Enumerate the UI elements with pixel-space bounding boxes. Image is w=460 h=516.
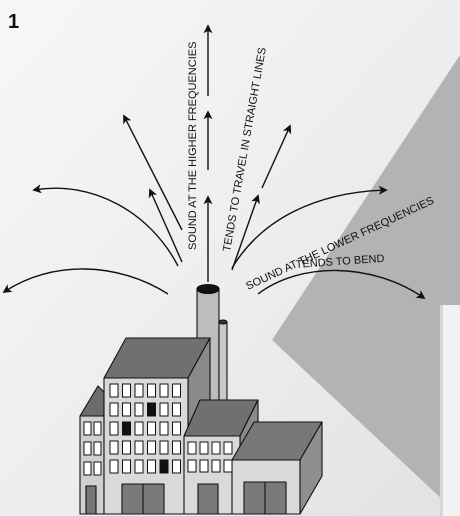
- window: [159, 421, 169, 436]
- window: [187, 459, 197, 473]
- window: [147, 402, 156, 417]
- window: [93, 461, 102, 476]
- bend-arrow-left-lower: [2, 268, 169, 295]
- window: [109, 421, 119, 436]
- chimney-small-top: [218, 319, 228, 325]
- window: [122, 421, 131, 436]
- window: [147, 440, 156, 455]
- window: [147, 459, 156, 474]
- middle-building-door: [197, 483, 219, 515]
- window: [172, 421, 181, 436]
- window: [172, 459, 181, 474]
- window: [172, 383, 181, 398]
- chimney-small: [218, 321, 228, 403]
- window: [83, 421, 92, 436]
- window: [147, 421, 156, 436]
- window: [199, 459, 209, 473]
- window: [122, 440, 131, 455]
- window: [134, 440, 144, 455]
- window: [159, 383, 169, 398]
- window: [199, 441, 209, 455]
- window: [109, 459, 119, 474]
- window: [223, 441, 233, 455]
- window: [109, 440, 119, 455]
- window: [159, 402, 169, 417]
- bend-arrow-right-lower: [257, 269, 426, 300]
- window: [122, 402, 131, 417]
- window: [134, 402, 144, 417]
- bend-arrow-right-upper: [231, 185, 388, 269]
- window: [93, 421, 102, 436]
- straight-arrow-right-upper: [261, 124, 292, 189]
- window: [172, 402, 181, 417]
- window: [172, 440, 181, 455]
- window: [159, 459, 169, 474]
- receiver-panel-edge: [440, 305, 443, 516]
- label-higher-frequencies: SOUND AT THE HIGHER FREQUENCIES: [187, 42, 199, 250]
- window: [159, 440, 169, 455]
- window: [109, 383, 119, 398]
- window: [211, 459, 221, 473]
- window: [122, 459, 131, 474]
- window: [134, 459, 144, 474]
- bending-arrows: [2, 184, 426, 300]
- window: [147, 383, 156, 398]
- left-wing-door: [85, 485, 97, 515]
- window: [93, 441, 102, 456]
- window: [109, 402, 119, 417]
- straight-arrow-left-lower: [148, 188, 183, 263]
- window: [134, 421, 144, 436]
- window: [122, 383, 131, 398]
- straight-arrows: [123, 24, 292, 282]
- chimney-main-top: [196, 283, 220, 295]
- window: [223, 459, 233, 473]
- window: [134, 383, 144, 398]
- straight-arrow-right-lower: [231, 194, 260, 271]
- factory-windows: [83, 383, 233, 476]
- window: [211, 441, 221, 455]
- window: [187, 441, 197, 455]
- figure-number: 1: [8, 11, 19, 33]
- receiver-panel: [440, 305, 460, 516]
- bend-arrow-left-upper: [32, 184, 179, 267]
- straight-arrow-left-upper: [123, 114, 183, 231]
- window: [83, 461, 92, 476]
- shadow-wedge: [272, 55, 460, 516]
- window: [83, 441, 92, 456]
